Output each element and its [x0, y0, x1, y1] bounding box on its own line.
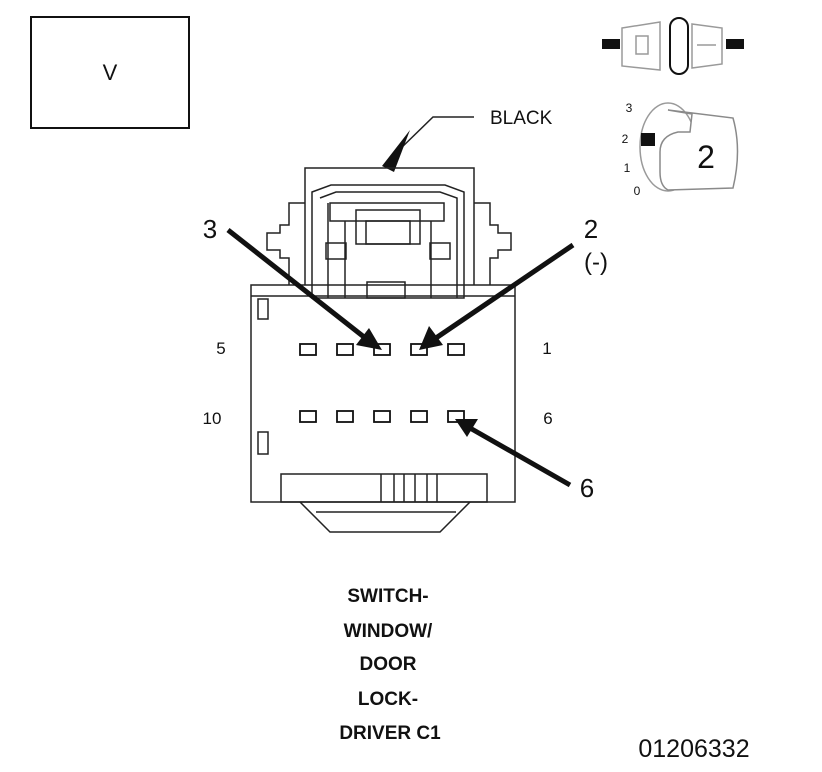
cavity — [336, 343, 354, 356]
position-value: 2 — [697, 139, 715, 175]
cavity — [373, 410, 391, 423]
pin-callout-2: 2 (-) — [419, 214, 608, 350]
position-mark-3: 3 — [626, 101, 633, 115]
connector-mating-icon — [602, 17, 744, 75]
position-mark-0: 0 — [634, 184, 641, 198]
connector-body — [250, 167, 516, 533]
view-indicator-box: V — [30, 16, 190, 129]
color-arrow-icon — [382, 130, 410, 172]
row-label-bottom-left: 10 — [203, 409, 222, 428]
position-mark-2: 2 — [622, 132, 629, 146]
pin-2-note: (-) — [584, 249, 608, 276]
position-indicator-icon: 3 2 1 0 2 — [622, 101, 739, 198]
pin-2-label: 2 — [584, 214, 598, 244]
connector-caption: SWITCH- WINDOW/ DOOR LOCK- DRIVER C1 — [339, 586, 441, 744]
cavity — [336, 410, 354, 423]
cavity — [447, 410, 465, 423]
pin-3-arrow-icon — [356, 328, 382, 350]
pin-2-arrow-icon — [419, 326, 443, 350]
row-label-bottom-right: 6 — [543, 409, 552, 428]
pin-callout-6: 6 — [455, 419, 594, 503]
view-label: V — [103, 60, 118, 85]
cavity — [373, 343, 391, 356]
color-label: BLACK — [490, 108, 553, 129]
caption-line-4: LOCK- — [358, 689, 418, 710]
color-callout: BLACK — [382, 108, 553, 172]
pin-6-label: 6 — [580, 473, 594, 503]
row-label-top-right: 1 — [542, 339, 551, 358]
caption-line-2: WINDOW/ — [344, 621, 433, 642]
cavity — [410, 343, 428, 356]
pin-callout-3: 3 — [203, 214, 382, 350]
caption-line-5: DRIVER C1 — [339, 723, 441, 744]
cavity — [299, 343, 317, 356]
cavity — [447, 343, 465, 356]
caption-line-1: SWITCH- — [347, 586, 428, 607]
cavity-grid — [299, 343, 465, 423]
position-mark-1: 1 — [624, 161, 631, 175]
pin-3-label: 3 — [203, 214, 217, 244]
cavity — [410, 410, 428, 423]
caption-line-3: DOOR — [360, 654, 417, 675]
figure-number: 01206332 — [638, 735, 749, 763]
row-label-top-left: 5 — [216, 339, 225, 358]
cavity — [299, 410, 317, 423]
pin-6-arrow-icon — [455, 419, 478, 437]
